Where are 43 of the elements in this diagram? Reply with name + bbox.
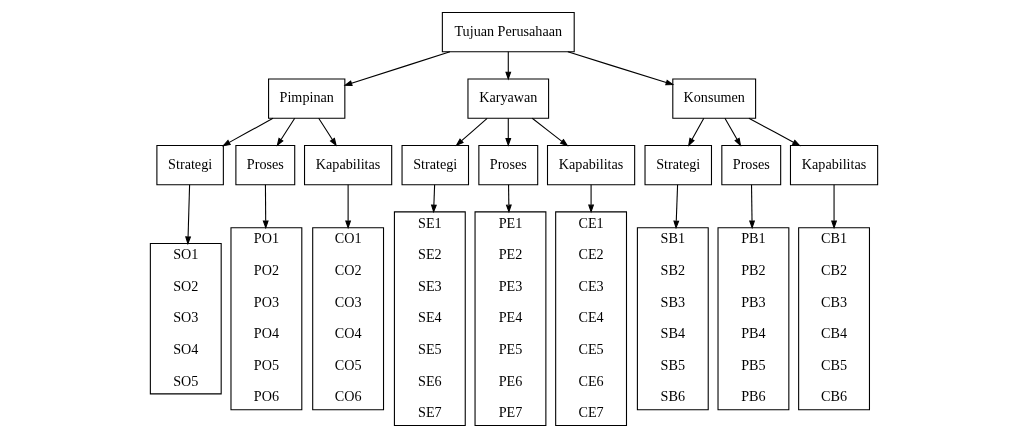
node-box: CB1 CB2 CB3 CB4 CB5 CB6 <box>797 227 870 411</box>
arrow <box>687 117 704 147</box>
node-box: Strategi <box>643 144 712 186</box>
arrow <box>184 184 191 246</box>
arrow <box>430 184 437 214</box>
node-box: PB1 PB2 PB3 PB4 PB5 PB6 <box>716 227 789 411</box>
arrow <box>276 117 295 147</box>
arrow <box>317 117 337 147</box>
arrow <box>830 184 837 230</box>
node-box: PO1 PO2 PO3 PO4 PO5 PO6 <box>229 227 302 411</box>
arrow <box>344 184 351 230</box>
arrow <box>505 184 512 214</box>
arrow <box>747 117 801 147</box>
arrow <box>723 117 741 147</box>
node-box: Strategi <box>155 144 224 186</box>
node-box: Kapabilitas <box>789 144 878 186</box>
arrow <box>672 184 679 230</box>
node-box: CE1 CE2 CE3 CE4 CE5 CE6 CE7 <box>554 211 627 426</box>
arrow <box>504 117 511 147</box>
arrow <box>454 117 488 147</box>
arrow <box>262 184 269 230</box>
node-box: Konsumen <box>671 78 756 119</box>
node-box: Kapabilitas <box>546 144 635 186</box>
node-box: Strategi <box>401 144 469 186</box>
arrow <box>504 51 511 81</box>
arrow <box>221 117 274 147</box>
node-box: PE1 PE2 PE3 PE4 PE5 PE6 PE7 <box>474 211 546 426</box>
node-box: Tujuan Perusahaan <box>441 12 575 53</box>
arrow <box>587 184 594 214</box>
arrow <box>531 117 568 147</box>
node-box: SB1 SB2 SB3 SB4 SB5 SB6 <box>636 227 709 411</box>
node-box: Proses <box>234 144 295 186</box>
node-box: SE1 SE2 SE3 SE4 SE5 SE6 SE7 <box>393 211 466 426</box>
node-box: SO1 SO2 SO3 SO4 SO5 <box>149 242 222 395</box>
node-box: Proses <box>477 144 538 186</box>
node-box: Karyawan <box>466 78 549 119</box>
arrow <box>343 51 451 86</box>
arrow <box>566 51 674 86</box>
node-box: Kapabilitas <box>303 144 392 186</box>
node-box: Pimpinan <box>267 78 345 119</box>
node-box: CO1 CO2 CO3 CO4 CO5 CO6 <box>311 227 384 411</box>
node-box: Proses <box>720 144 781 186</box>
arrow <box>748 184 755 230</box>
